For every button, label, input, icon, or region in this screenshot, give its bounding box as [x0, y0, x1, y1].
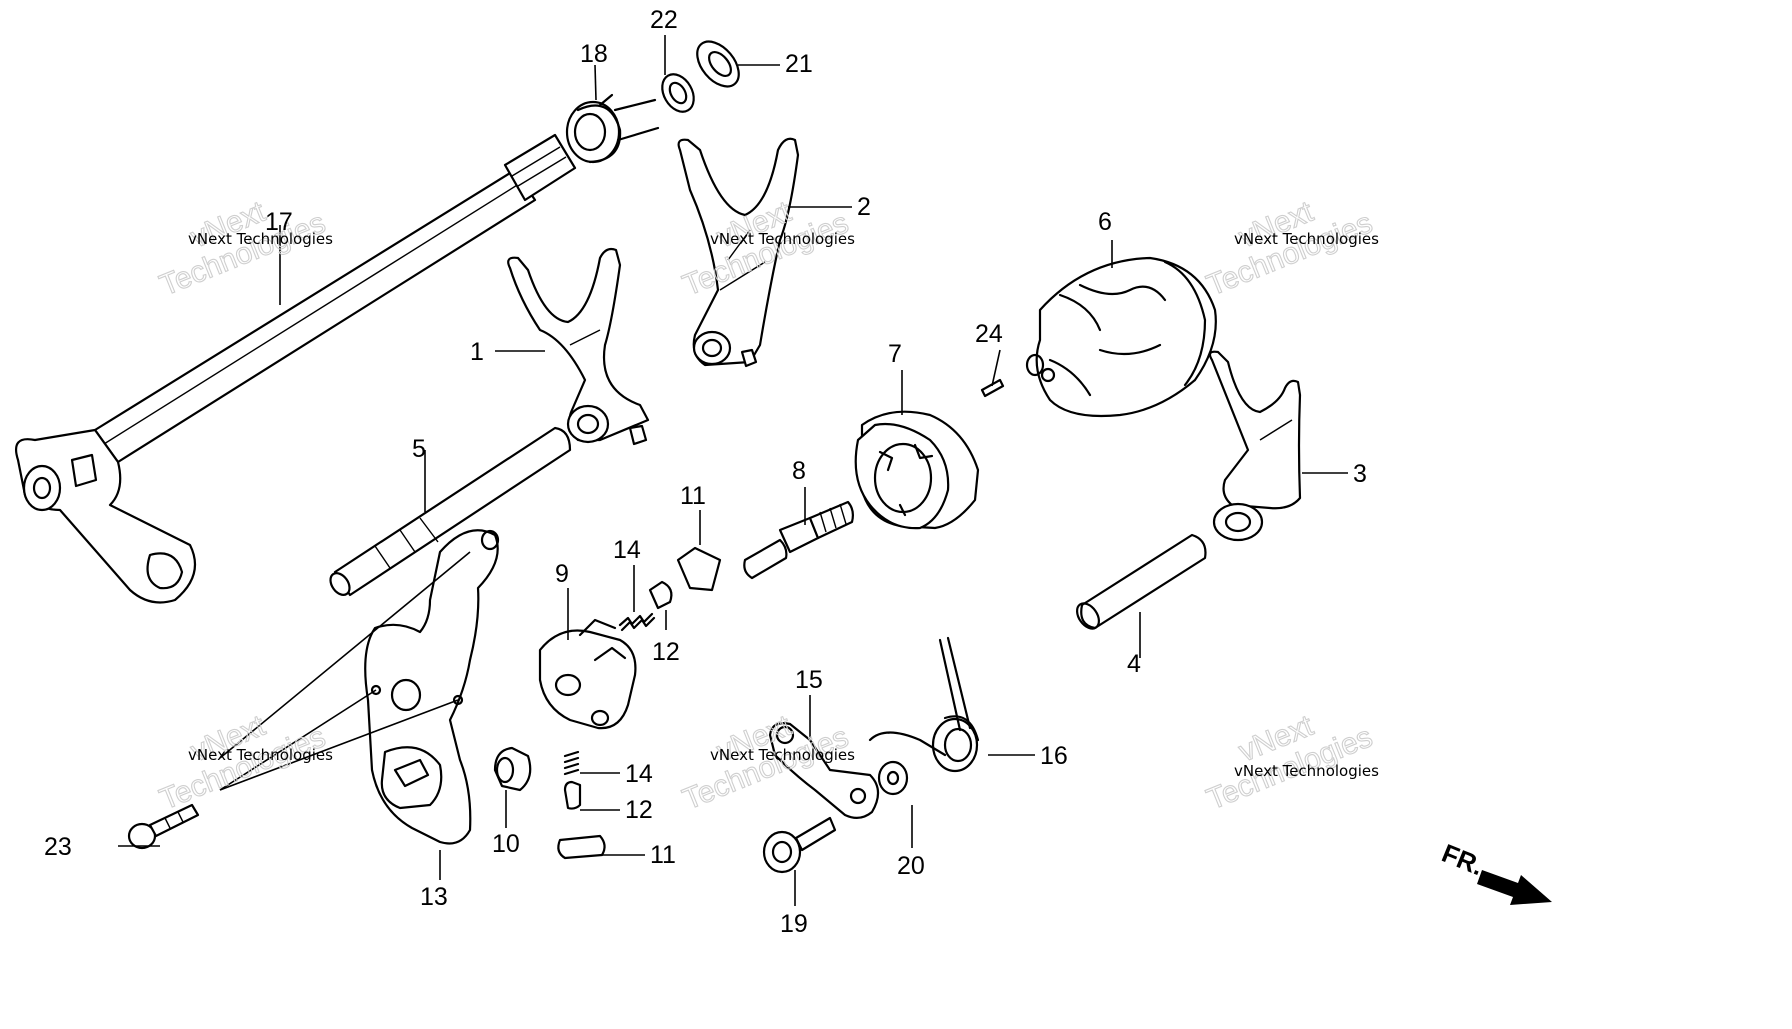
- part-3-shift-fork: [1208, 350, 1302, 542]
- callout-14-upper: 14: [613, 536, 641, 564]
- watermark-group-4: vNext Technologies vNext Technologies: [155, 708, 333, 817]
- callout-8: 8: [792, 457, 806, 485]
- leader-lines: [118, 35, 1348, 906]
- callout-24: 24: [975, 320, 1003, 348]
- part-8-bolt: [743, 500, 854, 580]
- callout-20: 20: [897, 852, 925, 880]
- callout-12-upper: 12: [652, 638, 680, 666]
- callout-10: 10: [492, 830, 520, 858]
- part-18-return-spring: [565, 93, 660, 164]
- watermark-company: vNext Technologies: [710, 746, 855, 764]
- callout-6: 6: [1098, 208, 1112, 236]
- part-20-washer: [877, 760, 909, 796]
- callout-labels: 17 18 22 21 2 1 5 6 24 7 3 4 8 11 14 12 …: [44, 6, 1367, 938]
- part-11-lower: [557, 834, 606, 860]
- callout-16: 16: [1040, 742, 1068, 770]
- watermark-company: vNext Technologies: [710, 230, 855, 248]
- part-21-washer: [696, 40, 740, 88]
- part-22-collar: [661, 73, 695, 113]
- part-9-drum-stopper: [538, 618, 637, 730]
- part-14-lower: [563, 750, 580, 776]
- watermark-group-1: vNext Technologies vNext Technologies: [155, 194, 333, 303]
- part-6-shift-drum: [1025, 256, 1217, 418]
- watermark-company: vNext Technologies: [188, 746, 333, 764]
- part-17-gearshift-spindle: [14, 133, 577, 604]
- callout-22: 22: [650, 6, 678, 34]
- part-23-bolt: [127, 803, 200, 850]
- part-4-fork-shaft: [1075, 533, 1207, 630]
- callout-9: 9: [555, 560, 569, 588]
- part-24-pin: [980, 378, 1005, 398]
- part-13-stopper-plate: [364, 529, 500, 845]
- watermark-group-6: vNext Technologies vNext Technologies: [1202, 708, 1379, 817]
- callout-5: 5: [412, 435, 426, 463]
- callout-18: 18: [580, 40, 608, 68]
- callout-14-lower: 14: [625, 760, 653, 788]
- arrow-icon: [1477, 870, 1552, 905]
- part-12-lower: [563, 780, 582, 810]
- callout-1: 1: [470, 338, 484, 366]
- callout-21: 21: [785, 50, 813, 78]
- part-5-fork-shaft: [329, 426, 572, 597]
- part-7-drum-center: [854, 410, 980, 530]
- part-10-bush: [493, 746, 532, 792]
- part-2-shift-fork: [677, 137, 800, 368]
- callout-11-upper: 11: [680, 482, 706, 510]
- callout-15: 15: [795, 666, 823, 694]
- part-16-spring: [868, 636, 980, 773]
- callout-3: 3: [1353, 460, 1367, 488]
- callout-17: 17: [265, 208, 293, 236]
- callout-2: 2: [857, 193, 871, 221]
- front-direction-indicator: FR.: [1438, 838, 1552, 905]
- callout-23: 23: [44, 833, 72, 861]
- callout-13: 13: [420, 883, 448, 911]
- part-15-arm: [768, 722, 880, 819]
- callout-7: 7: [888, 340, 902, 368]
- part-14-upper: [618, 612, 656, 632]
- part-1-shift-fork: [507, 247, 650, 446]
- part-19-bolt: [762, 816, 837, 874]
- watermark-group-3: vNext Technologies vNext Technologies: [1202, 194, 1379, 303]
- part-11-upper: [676, 546, 722, 592]
- part-12-upper: [648, 580, 673, 610]
- callout-12-lower: 12: [625, 796, 653, 824]
- callout-4: 4: [1127, 650, 1141, 678]
- watermark-company: vNext Technologies: [188, 230, 333, 248]
- watermark-company: vNext Technologies: [1234, 230, 1379, 248]
- callout-11-lower: 11: [650, 841, 676, 869]
- watermark-company: vNext Technologies: [1234, 762, 1379, 780]
- callout-19: 19: [780, 910, 808, 938]
